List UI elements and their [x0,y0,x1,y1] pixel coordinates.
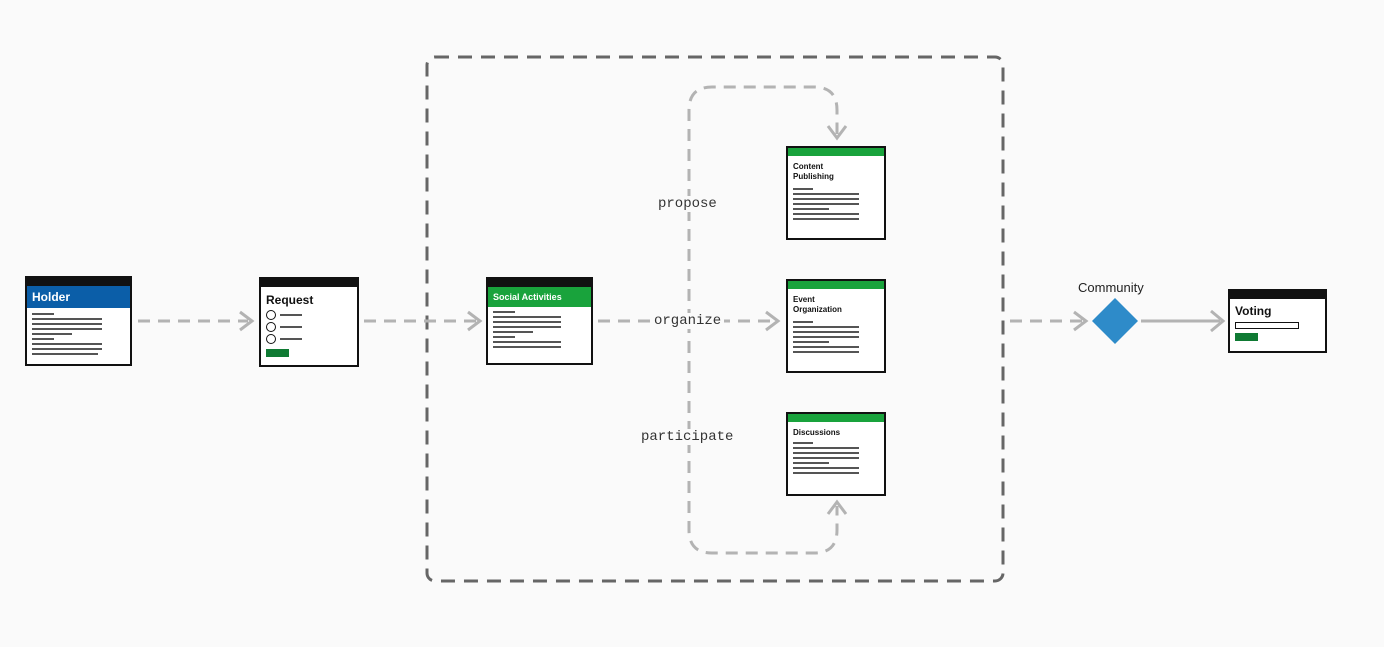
diamond-icon [1092,298,1138,344]
text-lines [27,313,130,355]
label-organize: organize [651,313,725,329]
event-organization-title: Event Organization [793,295,842,314]
content-publishing-title: Content Publishing [793,162,834,181]
holder-title: Holder [27,286,130,308]
card-topbar [488,279,591,287]
card-topbar [788,414,884,422]
voting-card[interactable]: Voting [1228,289,1327,353]
arrowhead-frame-community [1073,310,1089,332]
event-organization-card[interactable]: Event Organization [786,279,886,373]
arrow-propose [687,85,839,321]
radio-icon [266,322,276,332]
card-topbar [1230,291,1325,299]
discussions-card[interactable]: Discussions [786,412,886,496]
arrowhead-social-event [765,310,781,332]
label-propose: propose [655,196,720,212]
request-title: Request [266,293,314,307]
arrowhead-propose [826,125,848,141]
text-lines [788,442,884,474]
card-topbar [261,279,357,287]
radio-option-1[interactable] [266,309,357,321]
content-publishing-card[interactable]: Content Publishing [786,146,886,240]
voting-title: Voting [1235,304,1272,318]
arrowhead-holder-request [239,310,255,332]
radio-icon [266,334,276,344]
social-activities-card[interactable]: Social Activities [486,277,593,365]
card-topbar [788,148,884,156]
arrowhead-community-voting [1210,309,1226,333]
label-community: Community [1078,280,1144,295]
arrowhead-participate [826,499,848,515]
radio-icon [266,310,276,320]
text-lines [788,188,884,220]
vote-button[interactable] [1235,333,1258,341]
label-participate: participate [638,429,737,445]
request-card[interactable]: Request [259,277,359,367]
social-activities-title: Social Activities [488,287,591,307]
vote-input[interactable] [1235,322,1299,329]
radio-option-2[interactable] [266,321,357,333]
card-topbar [788,281,884,289]
discussions-title: Discussions [793,428,841,437]
holder-card[interactable]: Holder [25,276,132,366]
radio-option-3[interactable] [266,333,357,345]
arrowhead-request-social [467,310,483,332]
submit-button[interactable] [266,349,289,357]
text-lines [488,311,591,348]
text-lines [788,321,884,353]
activities-frame [425,55,1005,583]
card-topbar [27,278,130,286]
